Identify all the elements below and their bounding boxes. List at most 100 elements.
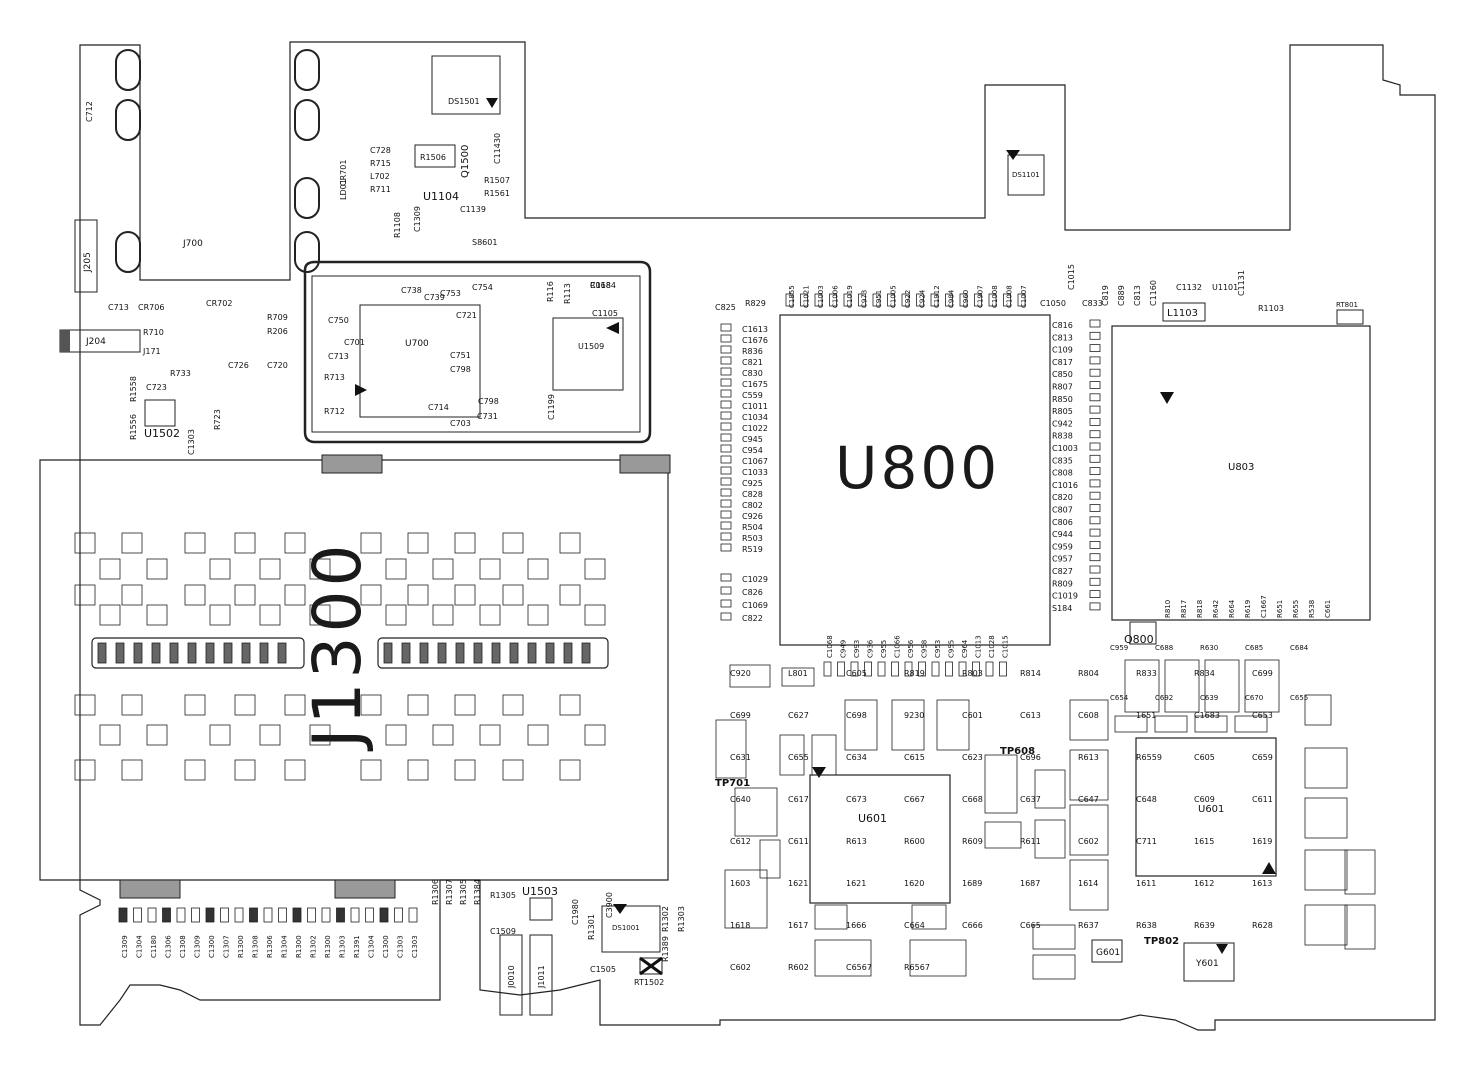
solder-pad: [360, 584, 382, 606]
component-label: C751: [450, 351, 471, 360]
component-label: 1651: [1136, 711, 1156, 720]
solder-pad: [259, 604, 281, 626]
component-label: C1304: [136, 935, 144, 958]
solder-pad: [559, 759, 581, 781]
solder-pad: [184, 584, 206, 606]
ds1501-label: DS1501: [448, 97, 480, 106]
component-label: R628: [1252, 921, 1273, 930]
u800-label: U800: [835, 434, 1000, 502]
component-label: R206: [267, 327, 288, 336]
component-label: R838: [1052, 432, 1073, 441]
component-label: R602: [788, 963, 809, 972]
solder-pad: [1154, 715, 1188, 733]
component-label: 1612: [1194, 879, 1214, 888]
component-label: R1384: [473, 879, 482, 905]
component-label: 1618: [730, 921, 750, 930]
rt1502-label: RT1502: [634, 978, 664, 987]
solder-pad: [858, 293, 866, 307]
solder-pad: [394, 907, 403, 923]
component-label: C1303: [397, 935, 405, 958]
component-label: C825: [715, 303, 736, 312]
component-label: C959: [1052, 542, 1073, 551]
solder-pad: [74, 532, 96, 554]
u700-label: U700: [405, 339, 429, 349]
solder-pad: [385, 558, 407, 580]
component-label: C609: [1194, 795, 1215, 804]
solder-pad: [360, 532, 382, 554]
component-label: R1307: [445, 879, 454, 905]
component-label: C1011: [742, 402, 768, 411]
component-label: R819: [904, 669, 925, 678]
component-label: R715: [370, 159, 391, 168]
component-label: C685: [1245, 644, 1263, 652]
component-label: C1309: [194, 935, 202, 958]
component-label: C1006: [832, 285, 840, 308]
solder-pad: [115, 642, 125, 664]
solder-pad: [479, 604, 501, 626]
component-label: R711: [370, 185, 391, 194]
solder-pad: [385, 724, 407, 746]
ds1101-label: DS1101: [1012, 171, 1040, 179]
component-label: C1855: [788, 285, 796, 308]
hatched-pad: [119, 879, 181, 899]
component-label: C957: [1052, 555, 1073, 564]
component-label: 1614: [1078, 879, 1098, 888]
solder-pad: [1089, 479, 1101, 488]
l1103-inductor: L1103: [1162, 302, 1206, 322]
component-label: C688: [1155, 644, 1173, 652]
solder-pad: [234, 584, 256, 606]
solder-pad: [918, 661, 926, 677]
component-label: C753: [440, 289, 461, 298]
j700-connector: J700: [182, 239, 203, 249]
component-label: C1013: [975, 635, 983, 658]
component-label: C699: [730, 711, 751, 720]
component-label: 1613: [1252, 879, 1272, 888]
component-label: C820: [1052, 493, 1073, 502]
solder-pad: [502, 759, 524, 781]
component-label: C955: [880, 640, 888, 658]
component-label: C1199: [547, 394, 556, 420]
component-label: R1561: [484, 189, 510, 198]
solder-pad: [527, 558, 549, 580]
component-label: 1666: [846, 921, 866, 930]
component-label: C817: [1052, 358, 1073, 367]
solder-pad: [259, 558, 281, 580]
solder-pad: [284, 532, 306, 554]
component-label: R1108: [393, 212, 402, 238]
component-label: C696: [1020, 753, 1041, 762]
component-label: LD01: [339, 179, 348, 200]
solder-pad: [1089, 331, 1101, 340]
solder-pad: [187, 642, 197, 664]
component-label: C661: [1324, 600, 1332, 618]
component-label: R613: [846, 837, 867, 846]
component-label: C1912: [933, 285, 941, 308]
solder-pad: [1089, 442, 1101, 451]
solder-pad: [1089, 553, 1101, 562]
solder-pad: [1089, 516, 1101, 525]
component-label: C653: [1252, 711, 1273, 720]
component-label: C648: [1136, 795, 1157, 804]
hatched-pad: [619, 454, 671, 474]
u601-right-chip: U601: [1135, 737, 1277, 877]
solder-pad: [720, 466, 732, 475]
solder-pad: [278, 907, 287, 923]
component-label: CR701: [339, 160, 348, 186]
component-label: C951: [875, 290, 883, 308]
u1503-label: U1503: [522, 885, 558, 898]
component-label: C11430: [493, 133, 502, 164]
solder-pad: [891, 699, 925, 751]
component-label: C750: [328, 316, 349, 325]
component-label: C1300: [382, 935, 390, 958]
component-label: R639: [1194, 921, 1215, 930]
j700-pads: [115, 49, 320, 273]
solder-pad: [759, 839, 781, 879]
component-label: C739: [424, 293, 445, 302]
component-label: L801: [788, 669, 808, 678]
component-label: C602: [1078, 837, 1099, 846]
component-label: R637: [1078, 921, 1099, 930]
component-label: C960: [962, 290, 970, 308]
solder-pad: [1244, 659, 1280, 713]
solder-pad: [720, 599, 732, 608]
component-label: C666: [962, 921, 983, 930]
solder-pad: [407, 532, 429, 554]
